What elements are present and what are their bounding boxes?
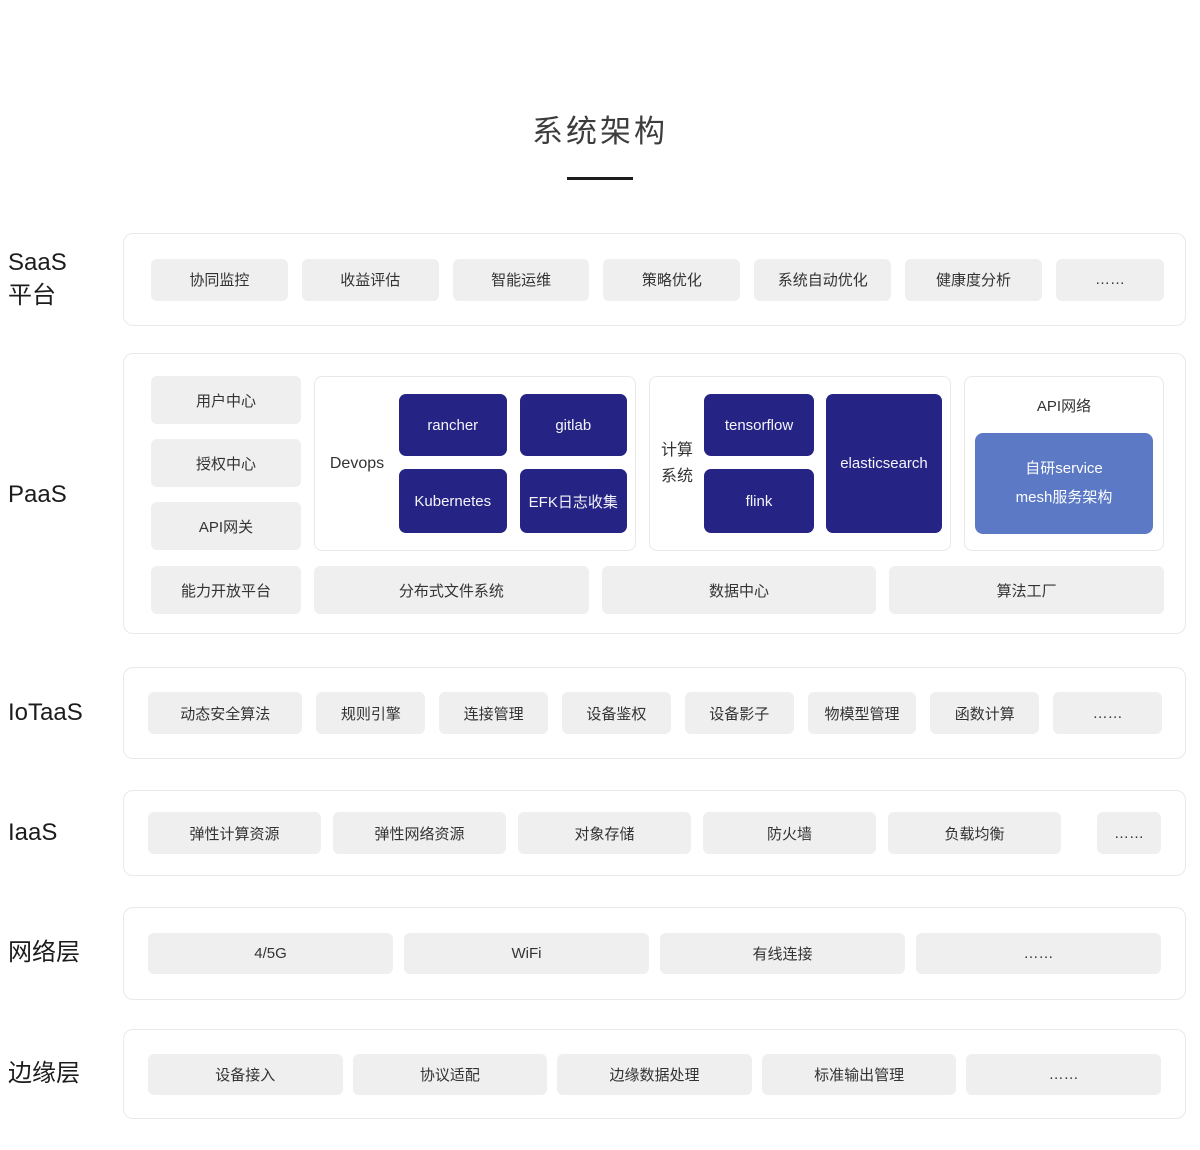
- iaas-tile: 弹性网络资源: [333, 812, 506, 854]
- iaas-panel: 弹性计算资源 弹性网络资源 对象存储 防火墙 负载均衡 ……: [123, 790, 1186, 876]
- edge-layer-label: 边缘层: [0, 1029, 123, 1119]
- compute-tech-tile-tall: elasticsearch: [826, 394, 942, 533]
- paas-tile: 分布式文件系统: [314, 566, 589, 614]
- iaas-tile: 负载均衡: [888, 812, 1061, 854]
- iotaas-tile: 函数计算: [930, 692, 1040, 734]
- saas-tile: 协同监控: [151, 258, 288, 301]
- network-label-text: 网络层: [8, 939, 80, 967]
- network-panel: 4/5G WiFi 有线连接 ……: [123, 907, 1186, 1000]
- iotaas-tile: 设备影子: [684, 692, 794, 734]
- compute-tech-tile: tensorflow: [704, 394, 814, 456]
- network-layer-row: 网络层 4/5G WiFi 有线连接 ……: [0, 907, 1186, 1000]
- edge-tile: 协议适配: [352, 1053, 548, 1095]
- saas-label-line2: 平台: [8, 281, 56, 309]
- compute-label-line2: 系统: [660, 467, 693, 485]
- saas-panel: 协同监控 收益评估 智能运维 策略优化 系统自动优化 健康度分析 ……: [123, 233, 1186, 326]
- title-block: 系统架构: [0, 106, 1200, 180]
- devops-subpanel: Devops rancher gitlab Kubernetes EFK日志收集: [314, 376, 636, 551]
- edge-tile: 边缘数据处理: [557, 1053, 752, 1095]
- paas-top-section: 用户中心 授权中心 API网关 Devops rancher gitlab Ku…: [151, 376, 1164, 551]
- edge-layer-row: 边缘层 设备接入 协议适配 边缘数据处理 标准输出管理 ……: [0, 1029, 1186, 1119]
- saas-label-line1: SaaS: [8, 249, 67, 277]
- devops-grid: rancher gitlab Kubernetes EFK日志收集: [399, 377, 635, 550]
- paas-panel: 用户中心 授权中心 API网关 Devops rancher gitlab Ku…: [123, 353, 1186, 634]
- iotaas-tile: 连接管理: [439, 692, 549, 734]
- network-tile: 有线连接: [660, 933, 905, 974]
- saas-tile: 系统自动优化: [754, 258, 892, 301]
- saas-tile: 健康度分析: [905, 258, 1042, 301]
- edge-panel: 设备接入 协议适配 边缘数据处理 标准输出管理 ……: [123, 1029, 1186, 1119]
- iotaas-tile: 物模型管理: [807, 692, 917, 734]
- devops-tech-tile: Kubernetes: [399, 469, 507, 533]
- iotaas-tile: 动态安全算法: [148, 692, 303, 734]
- paas-tile: 能力开放平台: [151, 566, 301, 614]
- devops-tech-tile: EFK日志收集: [519, 469, 627, 533]
- title-underline: [567, 177, 633, 180]
- api-network-label: API网络: [1036, 397, 1092, 415]
- saas-tile: 收益评估: [301, 258, 439, 301]
- compute-stack: tensorflow flink: [704, 377, 814, 550]
- paas-tile: 用户中心: [151, 376, 301, 424]
- edge-label-text: 边缘层: [8, 1059, 80, 1087]
- paas-tile: 授权中心: [151, 439, 301, 487]
- service-mesh-line2: mesh服务架构: [1015, 488, 1113, 506]
- saas-layer-row: SaaS 平台 协同监控 收益评估 智能运维 策略优化 系统自动优化 健康度分析…: [0, 233, 1186, 326]
- devops-label: Devops: [329, 454, 385, 472]
- iaas-layer-row: IaaS 弹性计算资源 弹性网络资源 对象存储 防火墙 负载均衡 ……: [0, 790, 1186, 876]
- iaas-label-text: IaaS: [8, 818, 58, 846]
- compute-tech-tile: flink: [704, 469, 814, 533]
- network-tile: 4/5G: [148, 933, 393, 974]
- architecture-diagram: 系统架构 SaaS 平台 协同监控 收益评估 智能运维 策略优化 系统自动优化 …: [0, 106, 1200, 1119]
- compute-subpanel: 计算 系统 tensorflow flink elasticsearch: [649, 376, 951, 551]
- saas-layer-label: SaaS 平台: [0, 233, 123, 326]
- network-tile: WiFi: [404, 933, 649, 974]
- iotaas-label-text: IoTaaS: [8, 698, 83, 726]
- compute-label: 计算 系统: [650, 377, 704, 550]
- iotaas-layer-label: IoTaaS: [0, 667, 123, 759]
- network-tile-ellipsis: ……: [916, 933, 1161, 974]
- iotaas-tile-ellipsis: ……: [1053, 692, 1162, 734]
- page-title: 系统架构: [532, 114, 668, 149]
- devops-tech-tile: rancher: [399, 394, 507, 456]
- paas-label-text: PaaS: [8, 480, 67, 508]
- saas-tile: 智能运维: [452, 258, 590, 301]
- paas-tile: 算法工厂: [889, 566, 1165, 614]
- paas-tile: API网关: [151, 502, 301, 550]
- saas-tile-ellipsis: ……: [1055, 258, 1164, 301]
- saas-tile: 策略优化: [603, 258, 741, 301]
- iotaas-tile: 规则引擎: [316, 692, 426, 734]
- compute-label-line1: 计算: [660, 441, 693, 459]
- iotaas-panel: 动态安全算法 规则引擎 连接管理 设备鉴权 设备影子 物模型管理 函数计算 ……: [123, 667, 1186, 759]
- paas-layer-row: PaaS 用户中心 授权中心 API网关 Devops rancher gitl…: [0, 353, 1186, 637]
- iaas-tile: 对象存储: [518, 812, 691, 854]
- paas-tile: 数据中心: [601, 566, 877, 614]
- network-layer-label: 网络层: [0, 907, 123, 1000]
- iotaas-layer-row: IoTaaS 动态安全算法 规则引擎 连接管理 设备鉴权 设备影子 物模型管理 …: [0, 667, 1186, 759]
- api-network-subpanel: API网络 自研service mesh服务架构: [964, 376, 1164, 551]
- edge-tile: 标准输出管理: [761, 1053, 957, 1095]
- devops-tech-tile: gitlab: [519, 394, 627, 456]
- iaas-tile: 防火墙: [703, 812, 876, 854]
- iaas-tile-ellipsis: ……: [1097, 812, 1161, 854]
- paas-layer-label: PaaS: [0, 353, 123, 637]
- paas-left-column: 用户中心 授权中心 API网关: [151, 376, 301, 551]
- paas-bottom-row: 能力开放平台 分布式文件系统 数据中心 算法工厂: [151, 566, 1165, 614]
- service-mesh-tile: 自研service mesh服务架构: [975, 433, 1153, 534]
- iaas-tile: 弹性计算资源: [148, 812, 321, 854]
- iotaas-tile: 设备鉴权: [562, 692, 671, 734]
- compute-tall-wrap: elasticsearch: [826, 394, 942, 533]
- edge-tile-ellipsis: ……: [966, 1053, 1161, 1095]
- iaas-layer-label: IaaS: [0, 790, 123, 876]
- service-mesh-line1: 自研service: [1025, 460, 1103, 477]
- edge-tile: 设备接入: [148, 1053, 343, 1095]
